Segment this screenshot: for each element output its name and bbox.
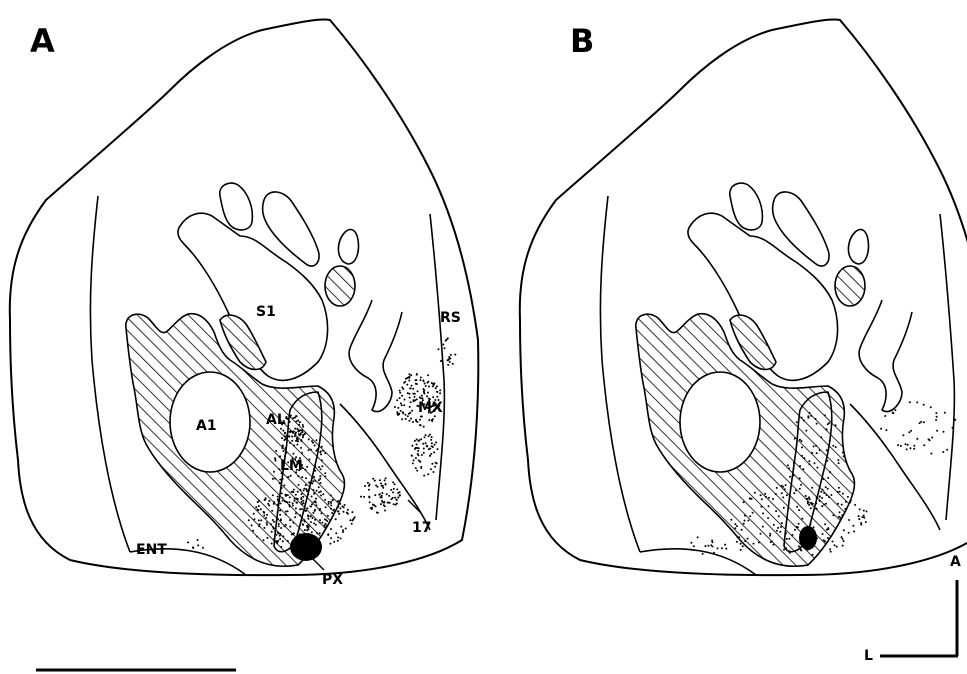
label-ent: ENT <box>136 542 167 558</box>
label-rs: RS <box>440 310 461 326</box>
label-al: AL <box>266 412 286 428</box>
orientation-anterior-label: A <box>950 554 961 570</box>
panel-b-letter: B <box>570 22 594 60</box>
panel-b: B <box>520 19 967 575</box>
label-17: 17 <box>412 520 431 536</box>
panel-a: A S1 RS A1 AL LM MX 17 ENT PX <box>10 19 479 588</box>
panel-a-cortex-map <box>10 19 479 575</box>
label-s1: S1 <box>256 304 276 320</box>
panel-b-cortex-map <box>520 19 967 575</box>
panel-b-injection-site <box>799 526 817 550</box>
label-px: PX <box>322 572 343 588</box>
panel-a-letter: A <box>30 22 55 60</box>
label-mx: MX <box>418 400 443 416</box>
panel-a-injection-site <box>290 533 322 561</box>
orientation-lateral-label: L <box>864 648 873 664</box>
panel-a-px-leader <box>310 556 324 570</box>
label-lm: LM <box>280 458 303 474</box>
label-a1: A1 <box>196 418 217 434</box>
